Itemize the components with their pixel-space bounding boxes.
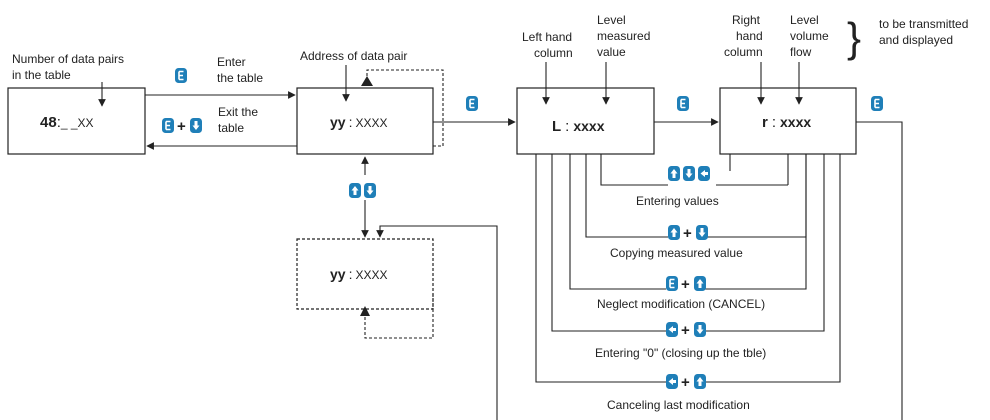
svg-text:+: +: [681, 276, 690, 293]
neglect-keys: +: [666, 276, 706, 293]
svg-text:flow: flow: [790, 45, 812, 59]
svg-text:value: value: [597, 45, 626, 59]
brace: }: [847, 14, 861, 61]
svg-text:r:xxxx: r:xxxx: [762, 114, 811, 131]
address-data: XXXX: [355, 116, 387, 130]
svg-text:+: +: [683, 225, 692, 242]
up-arrow-key-icon: [349, 183, 361, 198]
down-arrow-key-icon: [683, 166, 695, 181]
count-screen: 48:_ _XX: [7, 87, 146, 155]
entering-values-keys: [668, 166, 710, 181]
exit-label: Exit the table: [218, 105, 258, 135]
enter-key-icon: [162, 118, 174, 133]
left-column-letter: L: [552, 118, 561, 135]
down-arrow-key-icon: [696, 225, 708, 240]
svg-text:column: column: [534, 46, 573, 60]
left-arrow-key-icon: [698, 166, 710, 181]
canceling-keys: +: [666, 374, 706, 391]
loop-lines: [364, 69, 444, 339]
exit-key-combo: +: [162, 118, 202, 135]
left-column-screen: L:xxxx: [516, 87, 655, 155]
canceling-label: Canceling last modification: [607, 398, 750, 412]
right-column-value: xxxx: [780, 114, 811, 130]
address-alt-value: yy: [330, 266, 346, 282]
count-value: 48: [40, 114, 57, 131]
svg-text:the table: the table: [217, 71, 263, 85]
svg-text:+: +: [177, 118, 186, 135]
level-volume-label: Level volume flow: [790, 13, 829, 59]
left-arrow-key-icon: [666, 322, 678, 337]
enter-label: Enter the table: [217, 55, 263, 85]
left-arrow-key-icon: [666, 374, 678, 389]
enter-key-icon: [175, 68, 187, 83]
transmit-label: to be transmitted and displayed: [879, 17, 968, 47]
down-arrow-key-icon: [364, 183, 376, 198]
left-column-value: xxxx: [573, 118, 604, 134]
loop-arrowhead: [361, 76, 373, 86]
svg-text:volume: volume: [790, 29, 829, 43]
svg-text:column: column: [724, 45, 763, 59]
svg-text:Number of data pairs: Number of data pairs: [12, 52, 124, 66]
svg-text:yy:XXXX: yy:XXXX: [330, 266, 387, 282]
svg-text:table: table: [218, 121, 244, 135]
svg-text:to be transmitted: to be transmitted: [879, 17, 968, 31]
entering-zero-label: Entering "0" (closing up the tble): [595, 346, 766, 360]
svg-text:Right: Right: [732, 13, 761, 27]
svg-text:hand: hand: [736, 29, 763, 43]
address-title: Address of data pair: [300, 49, 407, 63]
right-column-screen: r:xxxx: [719, 87, 857, 155]
svg-text:Enter: Enter: [217, 55, 246, 69]
svg-text:Level: Level: [597, 13, 626, 27]
svg-text:in the table: in the table: [12, 68, 71, 82]
right-column-label: Right hand column: [724, 13, 763, 59]
svg-text:+: +: [681, 374, 690, 391]
up-arrow-key-icon: [694, 276, 706, 291]
neglect-label: Neglect modification (CANCEL): [597, 297, 765, 311]
scroll-keys: [349, 183, 376, 198]
count-placeholder: _ _XX: [60, 116, 94, 130]
svg-text:measured: measured: [597, 29, 650, 43]
count-label: Number of data pairs in the table: [12, 52, 124, 82]
right-column-letter: r: [762, 114, 768, 131]
enter-key-icon: [666, 276, 678, 291]
svg-text:Exit the: Exit the: [218, 105, 258, 119]
address-screen: yy:XXXX: [296, 87, 434, 155]
action-brackets: [535, 154, 841, 383]
address-alt-screen: yy:XXXX: [296, 238, 434, 310]
enter-key-icon: [871, 96, 883, 111]
up-arrow-key-icon: [694, 374, 706, 389]
address-value: yy: [330, 114, 346, 130]
svg-text:Left hand: Left hand: [522, 30, 572, 44]
address-alt-data: XXXX: [355, 268, 387, 282]
connector-lines: [98, 62, 903, 420]
svg-text:+: +: [681, 322, 690, 339]
svg-text:and displayed: and displayed: [879, 33, 953, 47]
down-arrow-key-icon: [190, 118, 202, 133]
left-column-label: Left hand column: [522, 30, 573, 60]
svg-text:48:_ _XX: 48:_ _XX: [40, 114, 94, 131]
entering-zero-keys: +: [666, 322, 706, 339]
up-arrow-key-icon: [668, 225, 680, 240]
svg-text:L:xxxx: L:xxxx: [552, 118, 605, 135]
svg-text:Level: Level: [790, 13, 819, 27]
copying-keys: +: [668, 225, 708, 242]
level-measured-label: Level measured value: [597, 13, 650, 59]
enter-key-icon: [466, 96, 478, 111]
enter-key-icon: [677, 96, 689, 111]
copying-label: Copying measured value: [610, 246, 743, 260]
entering-values-label: Entering values: [636, 194, 719, 208]
down-arrow-key-icon: [694, 322, 706, 337]
up-arrow-key-icon: [668, 166, 680, 181]
loop-arrowhead-lower: [360, 306, 370, 316]
svg-text:yy:XXXX: yy:XXXX: [330, 114, 387, 130]
